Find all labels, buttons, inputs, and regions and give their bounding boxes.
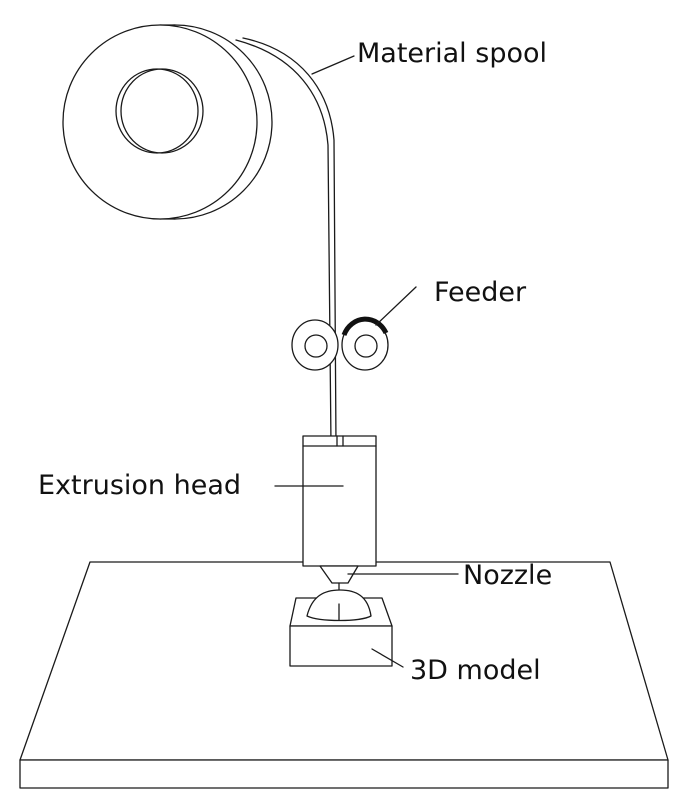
leader-3d-model — [371, 648, 404, 668]
feeder-rollers — [291, 316, 389, 371]
label-nozzle: Nozzle — [463, 560, 553, 591]
model-3d-shape — [289, 589, 393, 667]
label-extrusion-head: Extrusion head — [38, 470, 242, 501]
material-spool — [62, 24, 273, 220]
leader-lines — [274, 55, 459, 668]
label-material-spool: Material spool — [357, 38, 548, 69]
leader-material-spool — [311, 55, 355, 75]
extrusion-head — [302, 435, 377, 567]
nozzle-shape — [319, 565, 359, 605]
label-feeder: Feeder — [434, 277, 527, 308]
label-3d-model: 3D model — [410, 655, 541, 686]
leader-feeder — [375, 286, 417, 326]
